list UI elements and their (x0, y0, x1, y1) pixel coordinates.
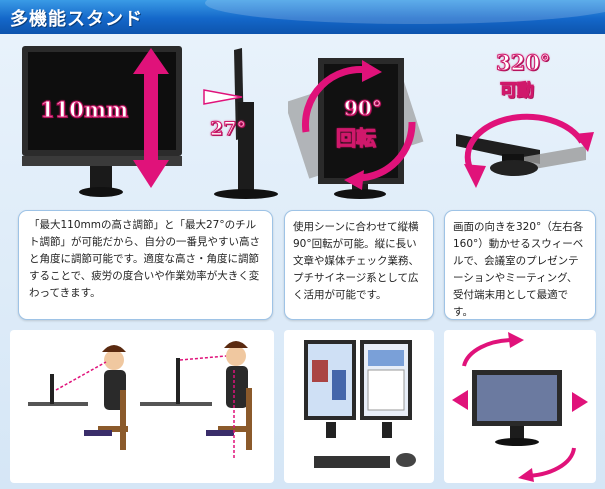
rotation-description: 使用シーンに合わせて縦横90°回転が可能。縦に長い文章や媒体チェック業務、プチサ… (284, 210, 434, 320)
swivel-text: 画面の向きを320°（左右各160°）動かせるスウィーベルで、会議室のプレゼンテ… (453, 221, 584, 318)
rotation-text: 使用シーンに合わせて縦横90°回転が可能。縦に長い文章や媒体チェック業務、プチサ… (293, 221, 419, 301)
ergonomics-scene (10, 330, 274, 483)
dual-portrait-monitors-scene (284, 330, 434, 483)
swivel-meeting-scene (444, 330, 596, 483)
height-tilt-description: 「最大110mmの高さ調節」と「最大27°のチルト調節」が可能だから、自分の一番… (18, 210, 273, 320)
rotation-degree-label: 90° (344, 96, 383, 121)
section-title: 多機能スタンド (10, 9, 143, 30)
swivel-degree-label: 320° (495, 50, 551, 76)
swivel-text-label: 可動 (500, 81, 535, 102)
height-label: 110mm (39, 97, 129, 123)
rotation-illustration: 90° 回転 (284, 42, 430, 202)
tilt-label: 27° (210, 118, 247, 141)
tilt-illustration: 27° (196, 42, 284, 202)
height-tilt-text: 「最大110mmの高さ調節」と「最大27°のチルト調節」が可能だから、自分の一番… (29, 219, 260, 299)
section-header: 多機能スタンド (0, 0, 605, 35)
header-swoosh (205, 0, 605, 24)
swivel-illustration: 320° 可動 (442, 42, 600, 202)
height-adjust-illustration: 110mm (12, 42, 190, 202)
swivel-description: 画面の向きを320°（左右各160°）動かせるスウィーベルで、会議室のプレゼンテ… (444, 210, 596, 320)
rotation-text-label: 回転 (336, 126, 377, 151)
